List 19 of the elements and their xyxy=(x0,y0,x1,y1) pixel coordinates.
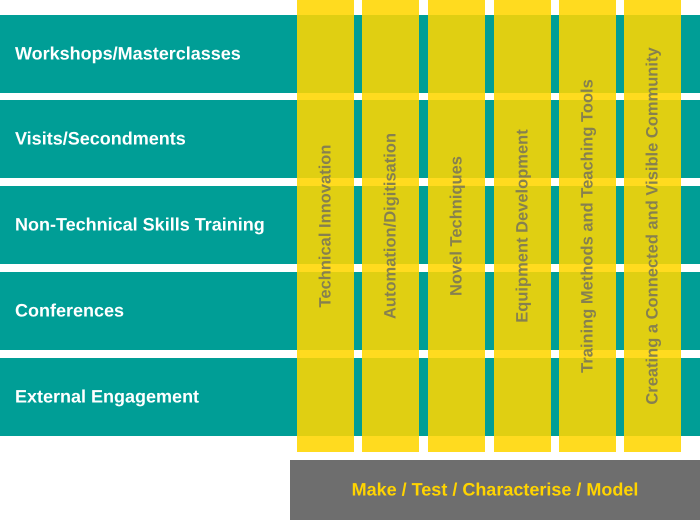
label-text: External Engagement xyxy=(15,386,200,408)
label-text: Visits/Secondments xyxy=(15,128,186,150)
theme-column xyxy=(297,0,354,452)
theme-column xyxy=(624,0,681,452)
label-text: Training Methods and Teaching Tools xyxy=(578,79,597,373)
label-text: Novel Techniques xyxy=(447,156,466,296)
label-text: Equipment Development xyxy=(513,129,532,323)
label-text: Non-Technical Skills Training xyxy=(15,214,265,236)
base-bar xyxy=(290,460,700,520)
label-text: Creating a Connected and Visible Community xyxy=(643,47,662,405)
label-text: Workshops/Masterclasses xyxy=(15,44,241,64)
label-text: Technical Innovation xyxy=(316,144,335,308)
label-text: Automation/Digitisation xyxy=(381,132,400,320)
theme-column xyxy=(362,0,419,452)
theme-column xyxy=(428,0,485,452)
label-text: Make / Test / Characterise / Model xyxy=(352,480,638,500)
theme-column xyxy=(559,0,616,452)
label-text: Conferences xyxy=(15,300,124,322)
theme-column xyxy=(494,0,551,452)
